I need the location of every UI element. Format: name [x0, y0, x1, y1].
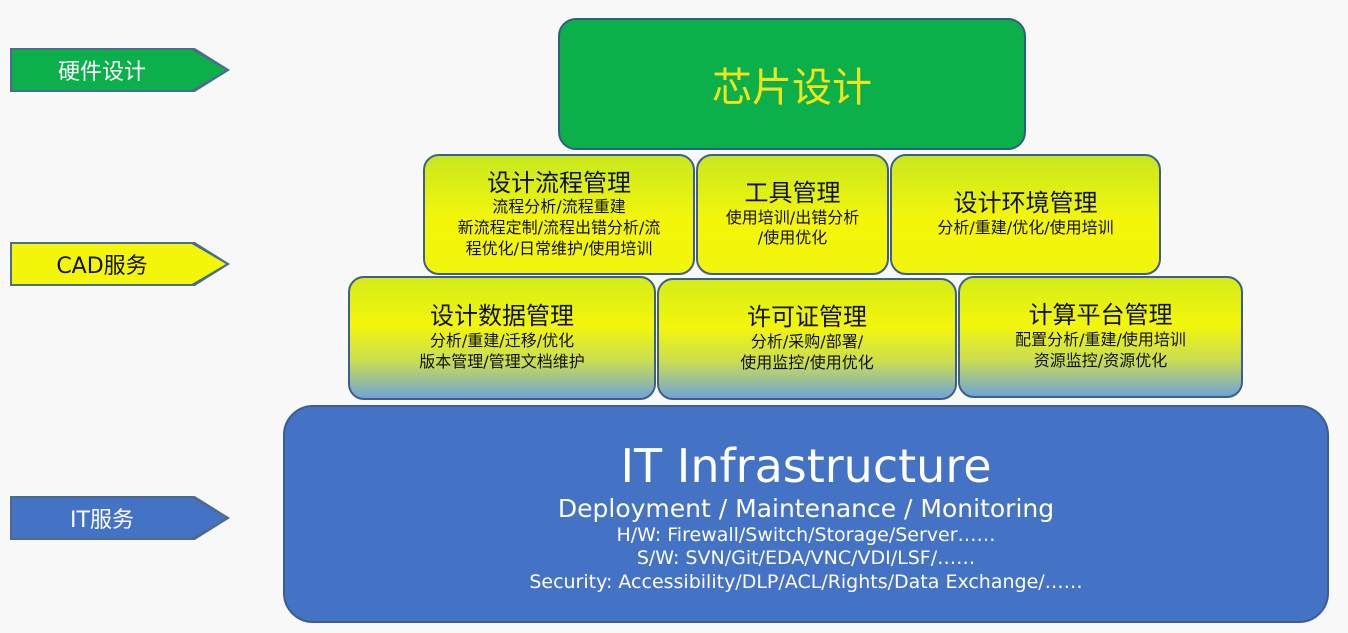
compute-platform-line: 配置分析/重建/使用培训	[1015, 330, 1186, 349]
design-flow-line: 新流程定制/流程出错分析/流	[457, 217, 661, 237]
infra-line: Security: Accessibility/DLP/ACL/Rights/D…	[529, 571, 1083, 594]
chip-design-title: 芯片设计	[712, 65, 872, 111]
tool-mgmt-line: /使用优化	[757, 228, 828, 248]
it-infrastructure-box: IT Infrastructure Deployment / Maintenan…	[283, 405, 1329, 623]
tool-mgmt-box: 工具管理 使用培训/出错分析 /使用优化	[696, 154, 889, 275]
license-mgmt-box: 许可证管理 分析/采购/部署/ 使用监控/使用优化	[657, 278, 957, 400]
compute-platform-title: 计算平台管理	[1028, 301, 1173, 330]
tool-mgmt-line: 使用培训/出错分析	[725, 207, 860, 227]
license-mgmt-title: 许可证管理	[747, 303, 867, 332]
license-mgmt-line: 分析/采购/部署/	[750, 332, 864, 351]
design-flow-line: 程优化/日常维护/使用培训	[465, 238, 653, 258]
design-env-box: 设计环境管理 分析/重建/优化/使用培训	[890, 154, 1161, 275]
arrow-hardware: 硬件设计	[10, 48, 230, 92]
design-data-title: 设计数据管理	[430, 302, 574, 331]
design-flow-box: 设计流程管理 流程分析/流程重建 新流程定制/流程出错分析/流 程优化/日常维护…	[423, 154, 695, 275]
arrow-cad-label: CAD服务	[12, 244, 226, 284]
infra-title: IT Infrastructure	[620, 439, 992, 493]
license-mgmt-line: 使用监控/使用优化	[740, 352, 874, 372]
infra-line: H/W: Firewall/Switch/Storage/Server……	[616, 523, 996, 546]
design-flow-line: 流程分析/流程重建	[492, 197, 626, 217]
compute-platform-box: 计算平台管理 配置分析/重建/使用培训 资源监控/资源优化	[958, 276, 1243, 398]
arrow-it-label: IT服务	[12, 498, 226, 538]
infra-subtitle: Deployment / Maintenance / Monitoring	[557, 493, 1055, 523]
arrow-hardware-label: 硬件设计	[12, 50, 226, 90]
infra-line: S/W: SVN/Git/EDA/VNC/VDI/LSF/……	[636, 547, 976, 570]
compute-platform-line: 资源监控/资源优化	[1033, 350, 1168, 370]
design-flow-title: 设计流程管理	[487, 168, 631, 197]
chip-design-box: 芯片设计	[558, 18, 1026, 150]
arrow-cad: CAD服务	[10, 242, 230, 286]
tool-mgmt-title: 工具管理	[744, 178, 841, 207]
design-env-line: 分析/重建/优化/使用培训	[937, 217, 1114, 237]
design-data-line: 分析/重建/迁移/优化	[429, 331, 575, 350]
design-data-box: 设计数据管理 分析/重建/迁移/优化 版本管理/管理文档维护	[348, 276, 656, 400]
arrow-it: IT服务	[10, 496, 230, 540]
design-data-line: 版本管理/管理文档维护	[419, 351, 585, 371]
design-env-title: 设计环境管理	[953, 189, 1098, 218]
